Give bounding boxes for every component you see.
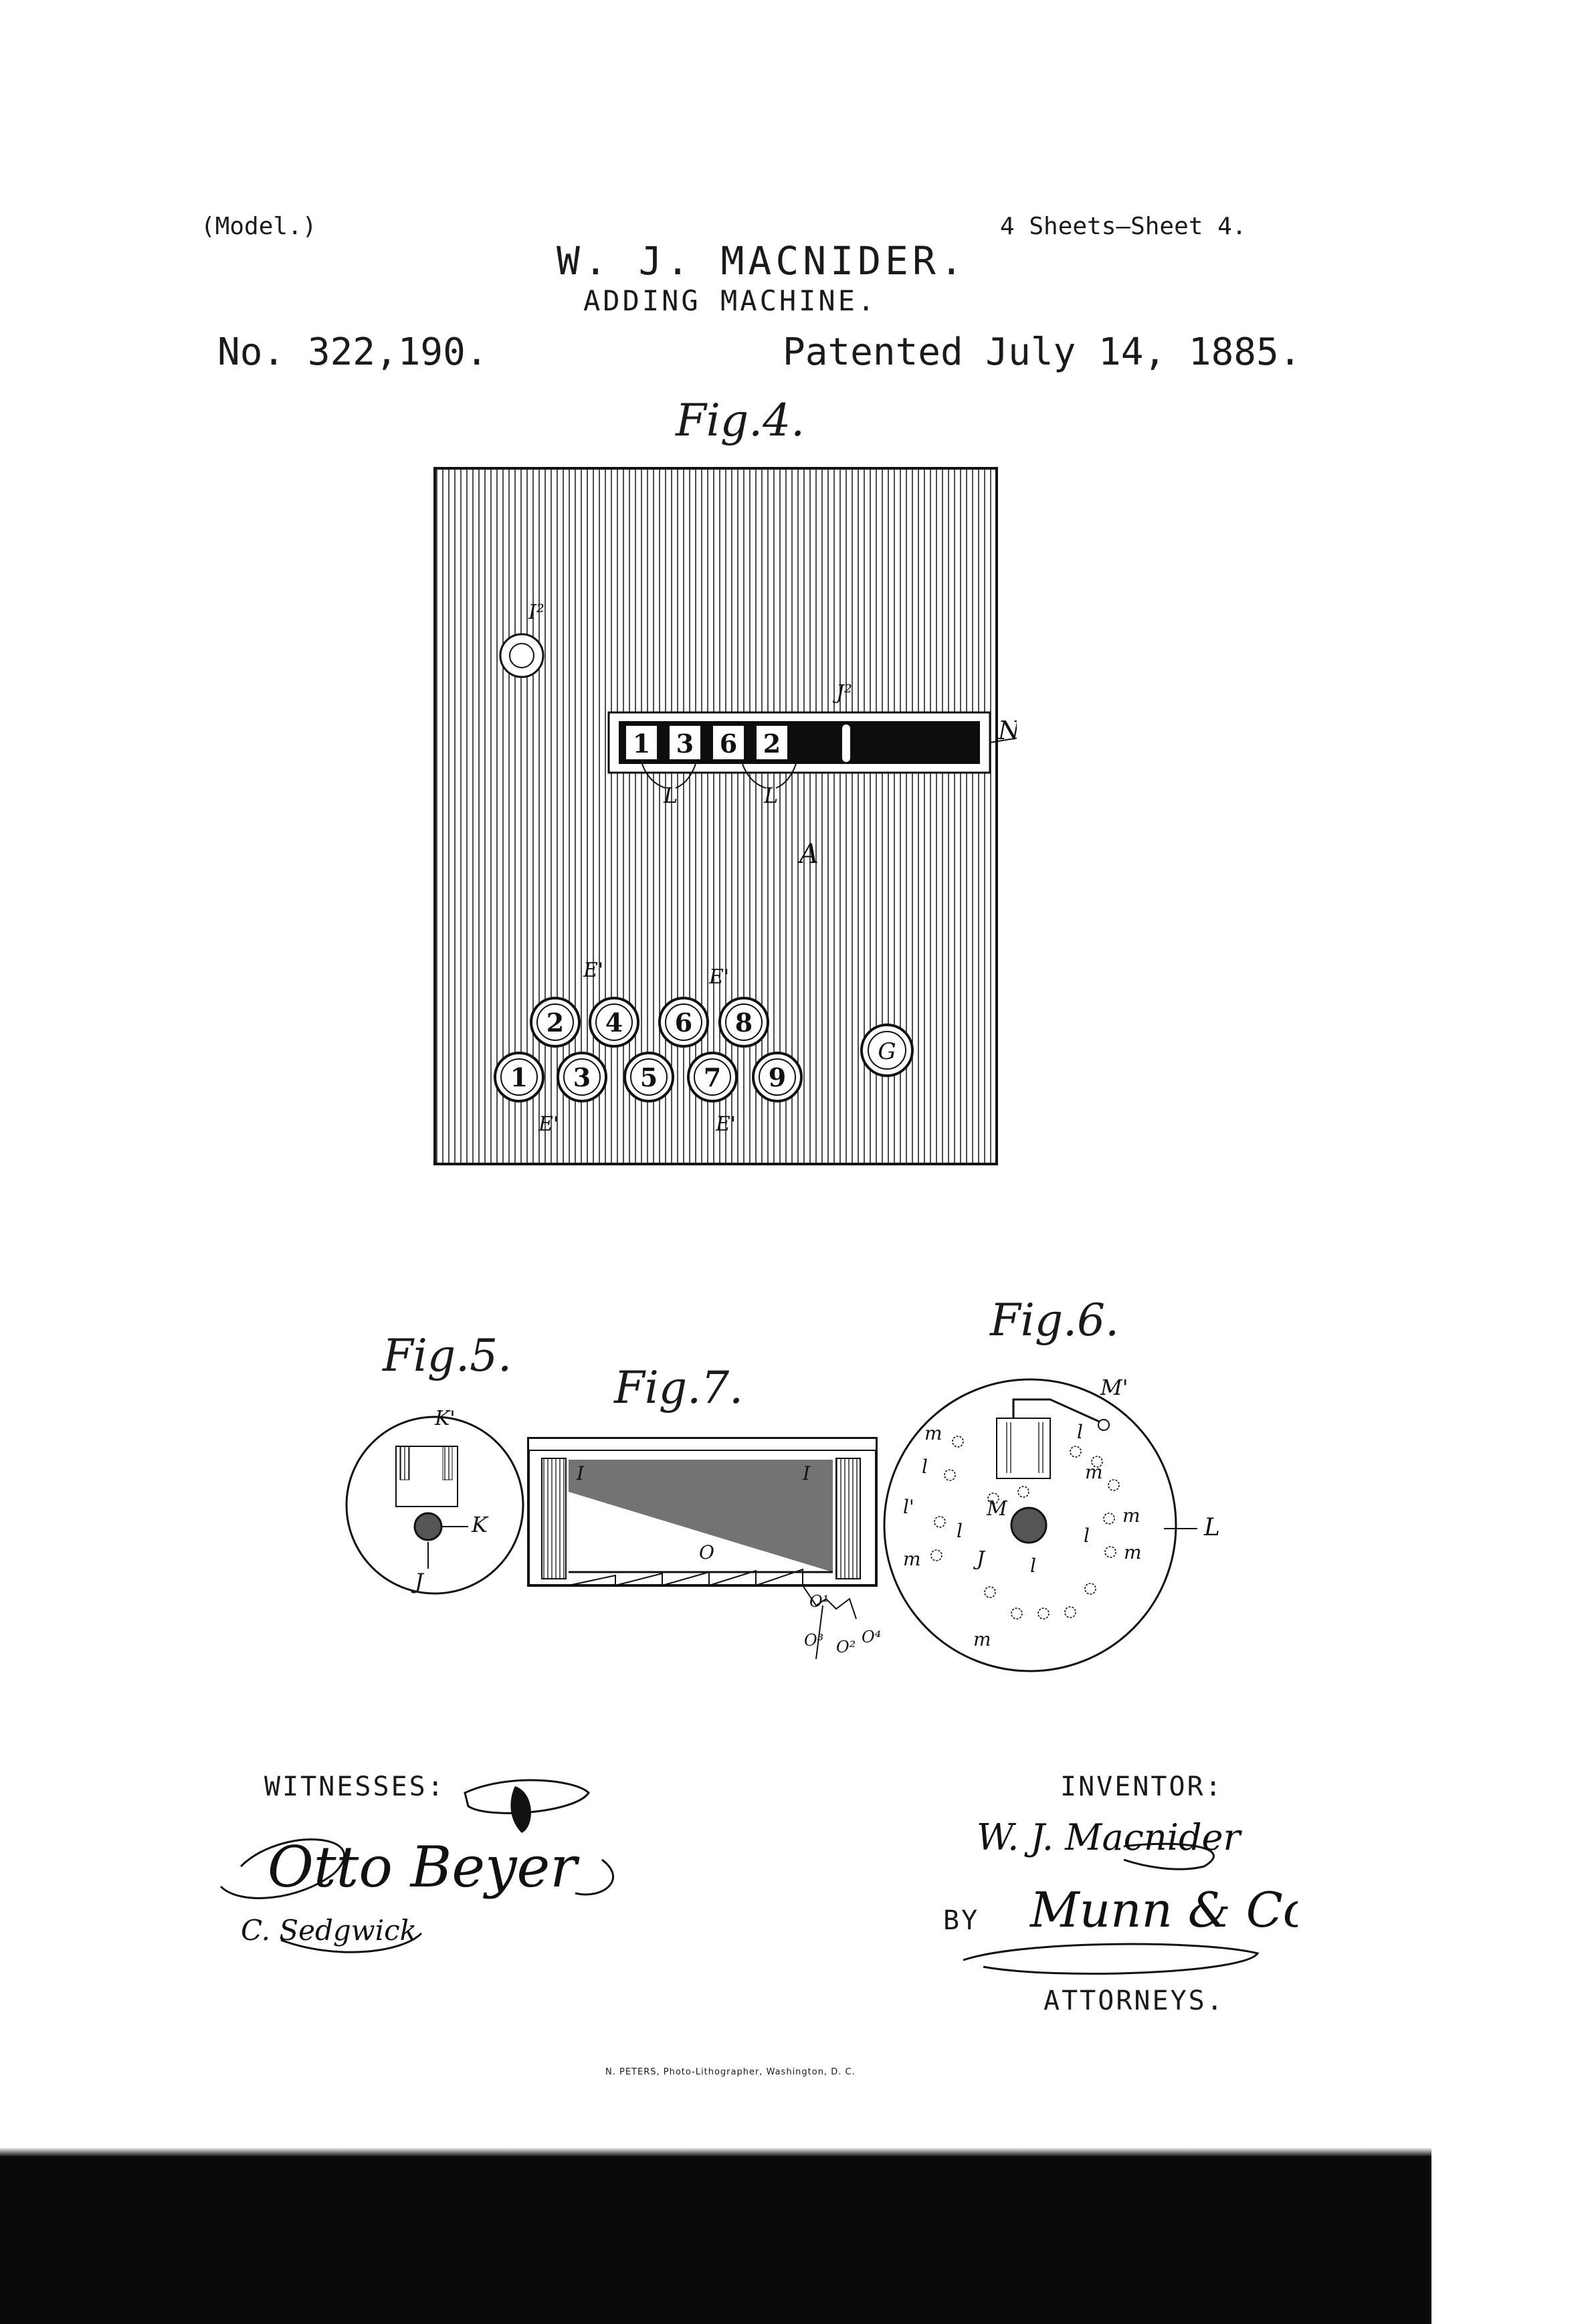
key-bottom-7: 7: [687, 1052, 738, 1102]
fig6-ref-L: L: [1203, 1514, 1220, 1541]
inventor-signature: W. J. Macnider: [977, 1816, 1242, 1858]
fig6-ref-l3: l': [903, 1496, 914, 1518]
fig7-ref-O: O: [699, 1541, 714, 1563]
key-label: 5: [640, 1062, 658, 1092]
display-window: 1 3 6 2: [607, 711, 991, 774]
digit-window-3: [712, 724, 745, 761]
witness-signatures: Otto Beyer C. Sedgwick: [219, 1779, 614, 1953]
display-digit-3: 6: [720, 729, 737, 759]
attorney-signature: Munn & Co: [1029, 1882, 1298, 1938]
fig4-label: Fig.4.: [676, 395, 805, 446]
witness-1-signature: Otto Beyer: [268, 1834, 580, 1900]
ref-label-E2: E': [708, 965, 729, 989]
fig7-drawing: I I O O¹ O³ O² O⁴: [527, 1437, 881, 1660]
shaft-knob: [499, 633, 544, 678]
ref-label-I2: I²: [528, 601, 544, 624]
inventor-label: INVENTOR:: [1060, 1771, 1223, 1802]
fig6-label: Fig.6.: [990, 1294, 1120, 1346]
ref-label-A: A: [797, 839, 819, 870]
key-label: 7: [704, 1062, 721, 1092]
lithographer-note: N. PETERS, Photo-Lithographer, Washingto…: [605, 2067, 856, 2077]
fig6-ref-m4: m: [903, 1548, 921, 1570]
key-bottom-3: 3: [557, 1052, 607, 1102]
fig6-ref-m1: m: [924, 1422, 942, 1444]
ref-label-N: N: [997, 716, 1017, 745]
scan-margin-band: [0, 2155, 1431, 2324]
key-label: 3: [573, 1062, 591, 1092]
ref-label-E3: E': [538, 1112, 559, 1136]
ref-label-E1: E': [583, 959, 603, 982]
fig7-ref-O4: O⁴: [862, 1628, 881, 1646]
key-top-2: 2: [530, 997, 581, 1048]
fig7-label: Fig.7.: [614, 1362, 744, 1414]
display-digit-1: 1: [633, 729, 650, 759]
witnesses-label: WITNESSES:: [264, 1771, 445, 1802]
key-label: 9: [769, 1062, 786, 1092]
fig7-ref-I2: I: [802, 1462, 811, 1484]
ref-label-L-1: L: [663, 783, 678, 808]
digit-window-4: [755, 724, 789, 761]
fig6-drawing: M' m l l m l' M l m m l J l m L m: [883, 1375, 1220, 1672]
fig5-ref-K1: K': [434, 1407, 456, 1430]
display-digit-2: 3: [676, 729, 694, 759]
fig6-ref-l2: l: [1077, 1421, 1083, 1443]
fig6-ref-l6: l: [1030, 1555, 1036, 1577]
key-label: 6: [675, 1007, 692, 1038]
attorneys-label: ATTORNEYS.: [1043, 1986, 1225, 2016]
fig7-ref-O2: O²: [836, 1638, 856, 1656]
fig7-ref-O1: O¹: [809, 1592, 829, 1611]
patent-date: Patented July 14, 1885.: [783, 330, 1302, 374]
display-digit-4: 2: [763, 729, 781, 759]
inventor-signatures: W. J. Macnider Munn & Co: [963, 1816, 1298, 1975]
key-bottom-9: 9: [752, 1052, 803, 1102]
key-top-4: 4: [589, 997, 639, 1048]
fig6-ref-M1: M': [1100, 1375, 1128, 1400]
key-label: 1: [510, 1062, 528, 1092]
key-top-8: 8: [718, 997, 769, 1048]
key-label: 2: [546, 1007, 564, 1038]
fig7-ref-O3: O³: [804, 1631, 823, 1650]
clear-key-label: G: [878, 1038, 896, 1065]
slide-pointer: [841, 723, 852, 763]
clear-key-G: G: [860, 1024, 914, 1077]
witness-2-signature: C. Sedgwick: [241, 1914, 417, 1947]
by-label: BY: [943, 1905, 980, 1936]
fig6-ref-m3: m: [1122, 1505, 1140, 1527]
fig7-ref-I1: I: [576, 1462, 585, 1484]
sheet-count: 4 Sheets—Sheet 4.: [1000, 213, 1247, 240]
ref-label-E4: E': [715, 1112, 736, 1136]
fig4-drawing: 1 3 6 2 I² J² N L L A 2 4 6 8 1 3: [433, 467, 1017, 1165]
key-label: 4: [605, 1007, 623, 1038]
scan-margin-edge: [0, 2147, 1431, 2157]
fig6-ref-m6: m: [973, 1628, 991, 1650]
fig6-ref-l1: l: [922, 1456, 928, 1478]
key-bottom-1: 1: [494, 1052, 544, 1102]
fig5-ref-K: K: [471, 1512, 489, 1537]
invention-title: ADDING MACHINE.: [583, 284, 878, 317]
fig5-drawing: K' K J: [345, 1407, 524, 1595]
key-bottom-5: 5: [623, 1052, 674, 1102]
fig6-ref-l4: l: [957, 1520, 963, 1542]
model-label: (Model.): [201, 213, 317, 240]
fig6-ref-m5: m: [1124, 1541, 1142, 1563]
digit-window-2: [668, 724, 702, 761]
key-top-6: 6: [658, 997, 709, 1048]
digit-window-1: [625, 724, 658, 761]
ref-label-L-2: L: [763, 783, 778, 808]
fig6-ref-M: M: [986, 1497, 1008, 1521]
fig6-ref-l5: l: [1084, 1525, 1090, 1547]
inventor-name: W. J. MACNIDER.: [557, 238, 967, 284]
fig6-ref-m2: m: [1085, 1461, 1103, 1483]
patent-number: No. 322,190.: [217, 330, 488, 374]
fig5-label: Fig.5.: [383, 1330, 512, 1381]
fig5-ref-J: J: [411, 1569, 425, 1594]
key-label: 8: [735, 1007, 753, 1038]
